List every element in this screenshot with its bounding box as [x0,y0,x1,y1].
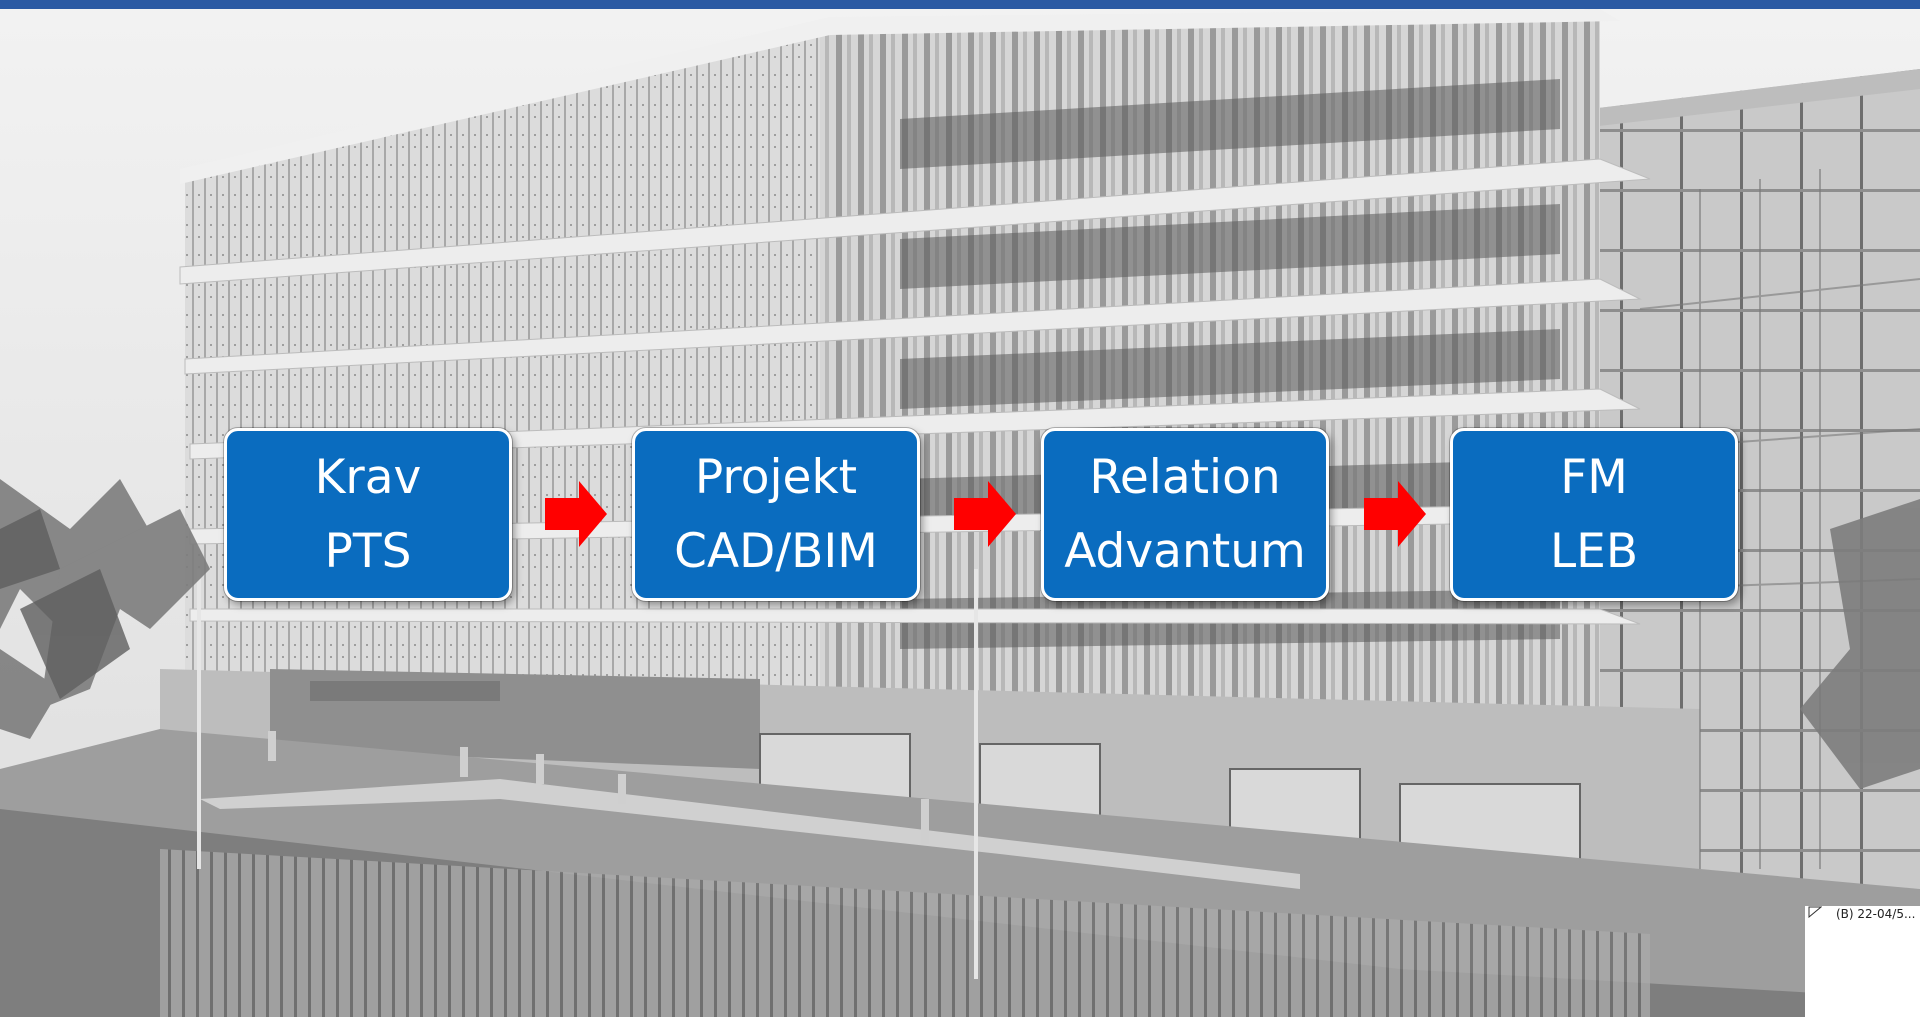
top-accent-bar [0,0,1920,9]
arrow-right-icon [1364,481,1426,547]
arrow-right-icon [954,481,1016,547]
flow-box-line2: Advantum [1064,523,1306,579]
flow-box-relation: Relation Advantum [1041,428,1329,601]
flow-box-line2: LEB [1549,523,1639,579]
view-stamp-panel [1805,906,1920,1017]
flow-box-line1: FM [1560,449,1628,505]
flow-box-line2: PTS [324,523,412,579]
flow-box-fm: FM LEB [1450,428,1738,601]
flow-box-line2: CAD/BIM [674,523,878,579]
flow-box-line1: Krav [314,449,422,505]
corner-flag-icon [1808,906,1822,918]
arrow-right-icon [545,481,607,547]
flow-box-line1: Projekt [694,449,858,505]
flow-box-projekt: Projekt CAD/BIM [632,428,920,601]
flow-box-line1: Relation [1089,449,1281,505]
view-stamp-text: (B) 22-04/5... [1836,907,1916,921]
flow-box-krav: Krav PTS [224,428,512,601]
